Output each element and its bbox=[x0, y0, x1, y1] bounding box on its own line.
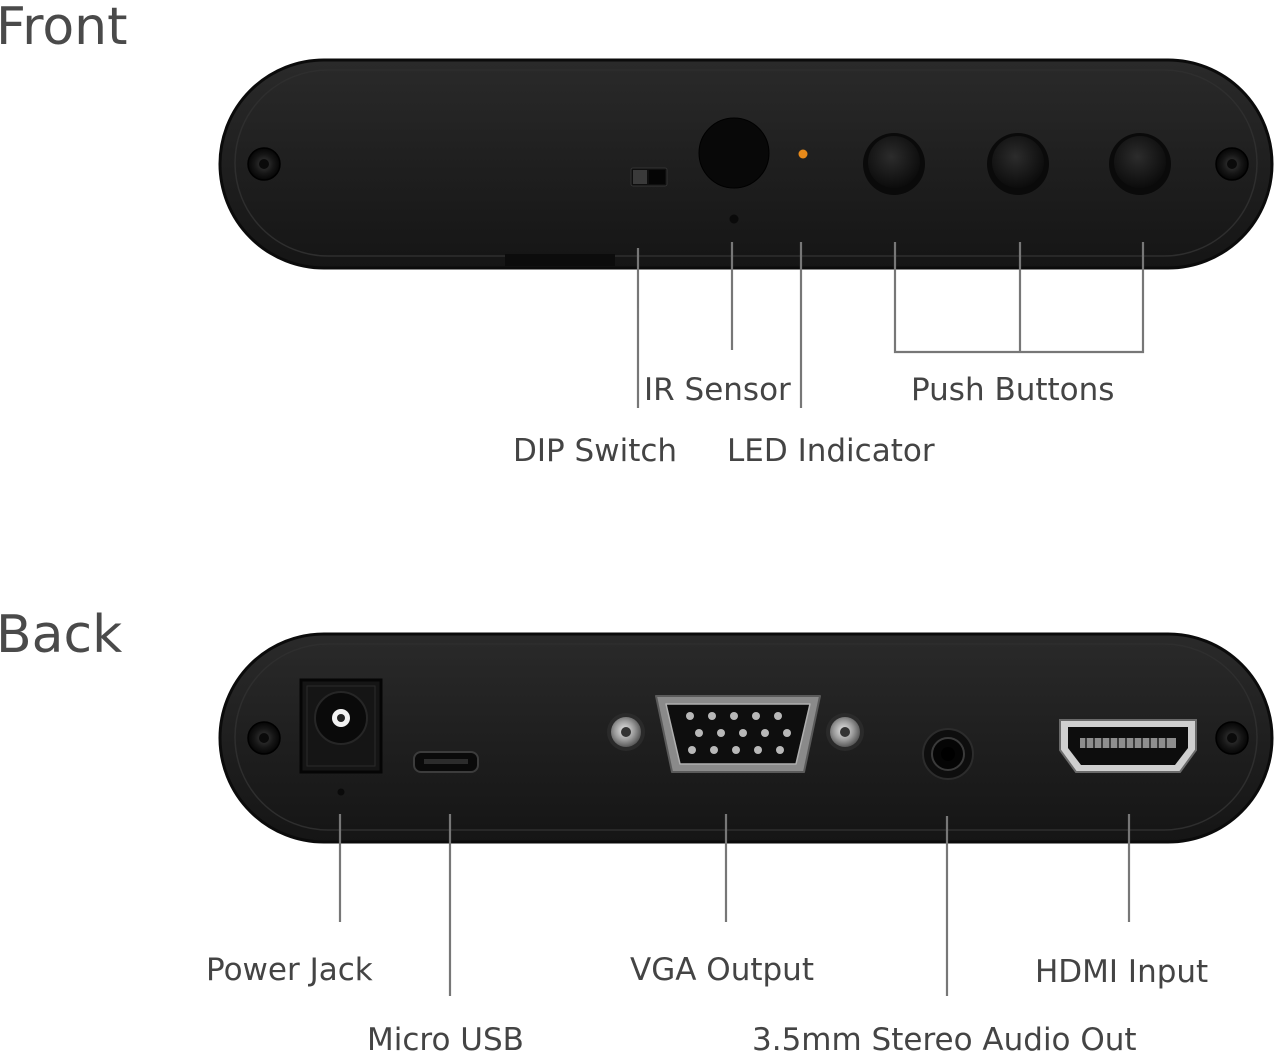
label-ir-sensor: IR Sensor bbox=[644, 372, 791, 408]
label-micro-usb: Micro USB bbox=[367, 1022, 524, 1056]
screw-icon bbox=[1215, 721, 1249, 755]
dip-switch-icon bbox=[630, 167, 668, 187]
audio-jack-icon bbox=[922, 728, 974, 780]
label-power-jack: Power Jack bbox=[206, 952, 373, 988]
label-led-indicator: LED Indicator bbox=[727, 433, 935, 469]
hdmi-port-icon bbox=[1059, 719, 1197, 773]
label-audio-out: 3.5mm Stereo Audio Out bbox=[752, 1022, 1137, 1056]
label-dip-switch: DIP Switch bbox=[513, 433, 677, 469]
vga-port-icon bbox=[607, 695, 864, 773]
micro-usb-icon bbox=[413, 751, 479, 773]
push-button-icon bbox=[1109, 133, 1171, 195]
front-title: Front bbox=[0, 0, 128, 57]
push-button-icon bbox=[987, 133, 1049, 195]
screw-icon bbox=[1215, 147, 1249, 181]
led-indicator-icon bbox=[798, 149, 808, 159]
label-hdmi-input: HDMI Input bbox=[1035, 954, 1208, 990]
label-push-buttons: Push Buttons bbox=[911, 372, 1114, 408]
screw-icon bbox=[247, 721, 281, 755]
label-vga-output: VGA Output bbox=[630, 952, 814, 988]
screw-icon bbox=[247, 147, 281, 181]
power-jack-icon bbox=[299, 678, 383, 796]
ir-sensor-icon bbox=[698, 117, 770, 224]
push-button-icon bbox=[863, 133, 925, 195]
back-title: Back bbox=[0, 605, 122, 665]
